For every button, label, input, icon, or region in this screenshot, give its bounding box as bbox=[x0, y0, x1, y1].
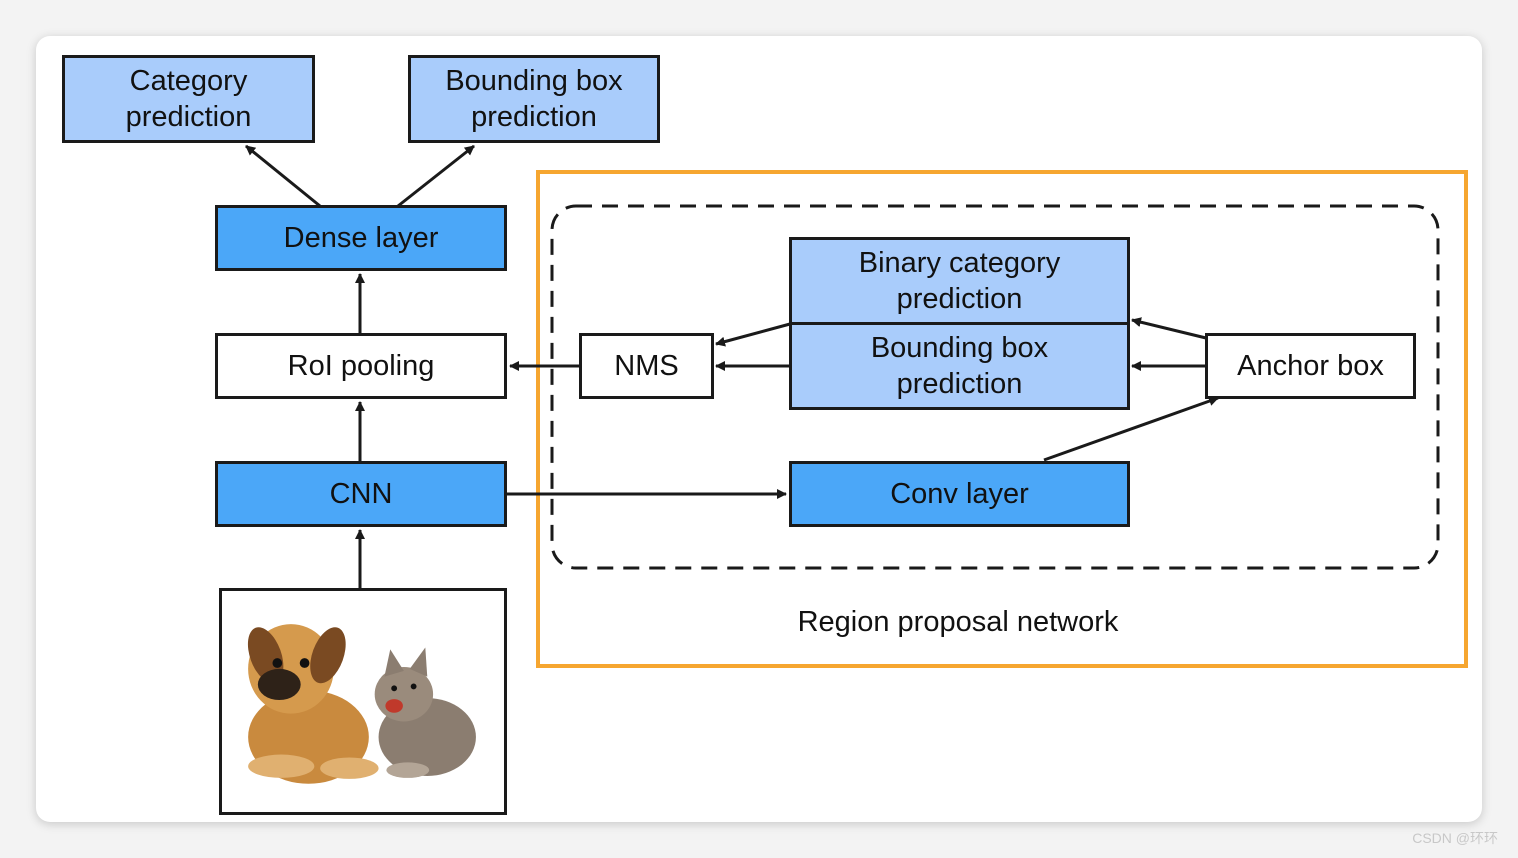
puppy-and-kitten-photo bbox=[247, 624, 476, 784]
rpn-label: Region proposal network bbox=[797, 606, 1119, 638]
arrow-binary-to-nms bbox=[715, 322, 791, 347]
anchor-box-label: Anchor box bbox=[1237, 350, 1384, 382]
arrow-anchor-to-binary bbox=[1131, 317, 1207, 340]
conv-layer-label: Conv layer bbox=[890, 478, 1029, 510]
bbox-prediction-rpn-label: Bounding box prediction bbox=[870, 332, 1049, 400]
dense-layer-box: Dense layer bbox=[215, 205, 507, 271]
conv-layer-box: Conv layer bbox=[789, 461, 1130, 527]
nms-box: NMS bbox=[579, 333, 714, 399]
arrow-dense-to-bbox bbox=[397, 144, 475, 208]
category-prediction-label: Category prediction bbox=[125, 65, 252, 133]
dense-layer-label: Dense layer bbox=[283, 222, 439, 254]
binary-category-prediction-box: Binary category prediction bbox=[789, 237, 1130, 325]
arrow-dense-to-category bbox=[245, 144, 321, 208]
bbox-prediction-rpn-box: Bounding box prediction bbox=[789, 322, 1130, 410]
cnn-label: CNN bbox=[329, 478, 393, 510]
category-prediction-box: Category prediction bbox=[62, 55, 315, 143]
rpn-dashed-frame bbox=[550, 204, 1440, 570]
rpn-frame bbox=[536, 170, 1468, 668]
binary-category-prediction-label: Binary category prediction bbox=[858, 247, 1061, 315]
arrow-conv-to-anchor bbox=[1043, 396, 1219, 462]
nms-label: NMS bbox=[614, 350, 679, 382]
watermark: CSDN @环环 bbox=[1412, 830, 1498, 846]
roi-pooling-box: RoI pooling bbox=[215, 333, 507, 399]
anchor-box: Anchor box bbox=[1205, 333, 1416, 399]
roi-pooling-label: RoI pooling bbox=[287, 350, 435, 382]
bbox-prediction-label: Bounding box prediction bbox=[445, 65, 623, 133]
input-image bbox=[219, 588, 507, 815]
cnn-box: CNN bbox=[215, 461, 507, 527]
bbox-prediction-box: Bounding box prediction bbox=[408, 55, 660, 143]
